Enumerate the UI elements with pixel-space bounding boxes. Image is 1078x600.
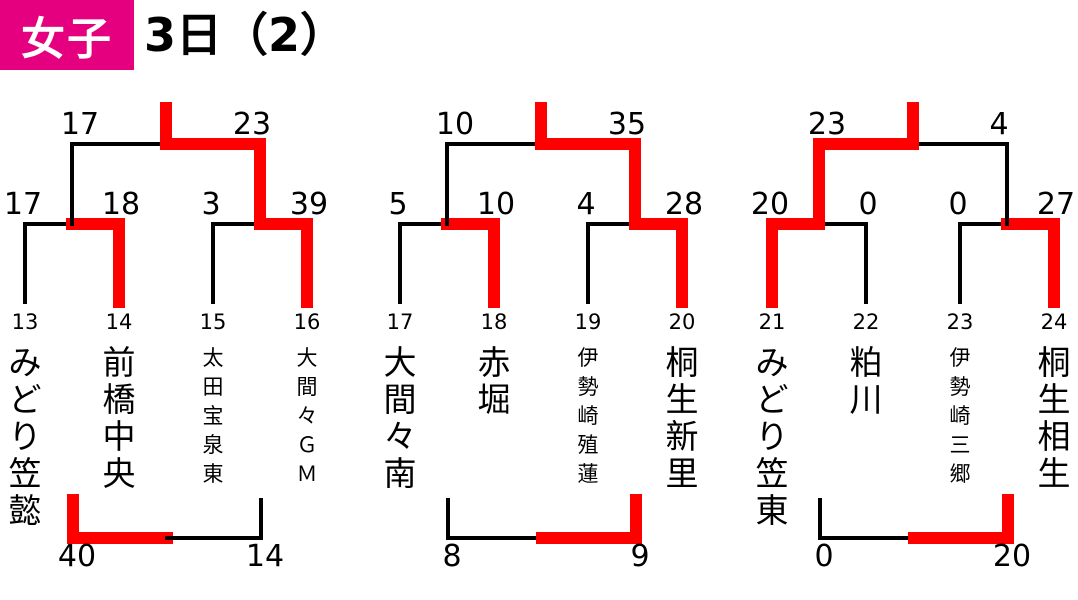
team-seed: 13: [11, 310, 39, 334]
team-name: みどり笠東: [755, 343, 789, 530]
third-place-score: 0: [814, 539, 834, 574]
team-name: 粕川: [849, 343, 883, 419]
third-place-score: 14: [245, 539, 285, 574]
third-place-score: 20: [992, 539, 1032, 574]
team-seed: 18: [480, 310, 508, 334]
match-score: 17: [3, 187, 43, 222]
final-score: 17: [60, 107, 100, 142]
team-name: 桐生相生: [1037, 343, 1071, 493]
match-score: 18: [101, 187, 141, 222]
team-name: 太田宝泉東: [202, 346, 224, 486]
team-seed: 20: [668, 310, 696, 334]
team-seed: 21: [758, 310, 786, 334]
match-score: 27: [1036, 187, 1076, 222]
team-seed: 24: [1040, 310, 1068, 334]
match-score: 5: [388, 187, 408, 222]
match-score: 4: [576, 187, 596, 222]
team-seed: 14: [105, 310, 133, 334]
team-seed: 16: [293, 310, 321, 334]
team-name: 伊勢崎三郷: [949, 346, 971, 486]
page-title: 3日（2）: [144, 8, 347, 62]
match-score: 0: [948, 187, 968, 222]
team-name: 赤堀: [477, 343, 511, 419]
team-seed: 19: [574, 310, 602, 334]
third-place-score: 9: [630, 539, 650, 574]
team-seed: 17: [386, 310, 414, 334]
team-seed: 15: [199, 310, 227, 334]
final-score: 23: [232, 107, 272, 142]
team-name: 桐生新里: [665, 343, 699, 493]
team-seed: 22: [852, 310, 880, 334]
team-name: 大間々南: [383, 343, 417, 493]
final-score: 4: [989, 107, 1009, 142]
category-badge-label: 女子: [21, 14, 113, 65]
final-score: 23: [807, 107, 847, 142]
match-score: 28: [664, 187, 704, 222]
team-name: みどり笠懿: [8, 343, 42, 530]
match-score: 39: [289, 187, 329, 222]
final-score: 35: [607, 107, 647, 142]
team-name: 前橋中央: [102, 343, 136, 493]
match-score: 3: [201, 187, 221, 222]
final-score: 10: [435, 107, 475, 142]
team-name: 伊勢崎殖蓮: [577, 346, 599, 486]
third-place-score: 8: [442, 539, 462, 574]
category-badge: 女子: [0, 0, 134, 70]
match-score: 0: [858, 187, 878, 222]
match-score: 20: [750, 187, 790, 222]
match-score: 10: [476, 187, 516, 222]
team-seed: 23: [946, 310, 974, 334]
third-place-score: 40: [57, 539, 97, 574]
